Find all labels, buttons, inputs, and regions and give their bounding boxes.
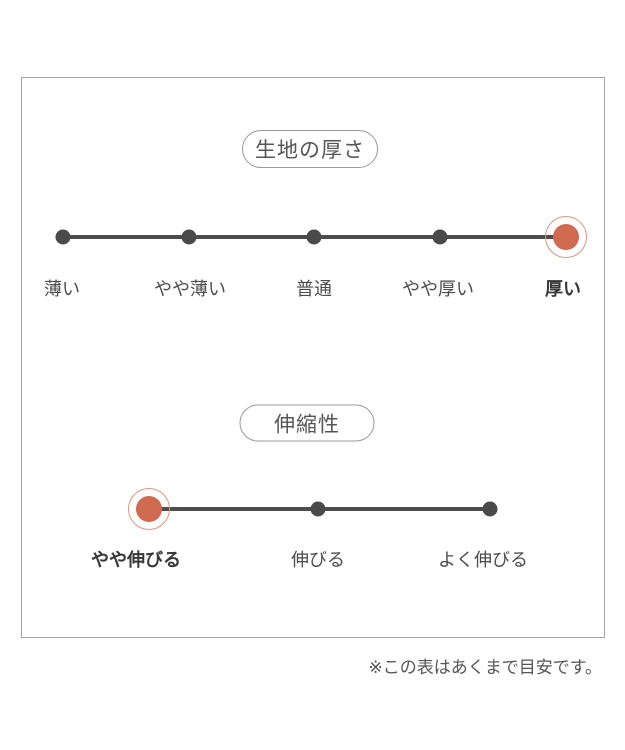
thickness-dot-1 xyxy=(55,229,71,245)
thickness-label-1: 薄い xyxy=(44,279,80,300)
thickness-title-pill: 生地の厚さ xyxy=(242,130,378,168)
stretch-label-3: よく伸びる xyxy=(438,550,528,571)
stretch-dot-1-selected xyxy=(128,488,170,530)
stretch-dot-3 xyxy=(482,501,498,517)
stretch-title: 伸縮性 xyxy=(274,412,340,436)
spec-box-frame xyxy=(21,77,605,638)
thickness-label-2: やや薄い xyxy=(154,279,226,300)
stretch-title-pill: 伸縮性 xyxy=(239,404,375,442)
stretch-dot-2 xyxy=(310,501,326,517)
thickness-dot-5-selected xyxy=(545,216,587,258)
thickness-label-3: 普通 xyxy=(296,279,332,300)
thickness-dot-4 xyxy=(432,229,448,245)
thickness-dot-2 xyxy=(181,229,197,245)
disclaimer-note: ※この表はあくまで目安です。 xyxy=(368,658,602,678)
stretch-label-1-selected: やや伸びる xyxy=(91,550,181,571)
stretch-label-2: 伸びる xyxy=(291,550,345,571)
thickness-dot-3 xyxy=(306,229,322,245)
thickness-label-5-selected: 厚い xyxy=(545,279,581,300)
thickness-title: 生地の厚さ xyxy=(255,138,365,162)
thickness-label-4: やや厚い xyxy=(402,279,474,300)
